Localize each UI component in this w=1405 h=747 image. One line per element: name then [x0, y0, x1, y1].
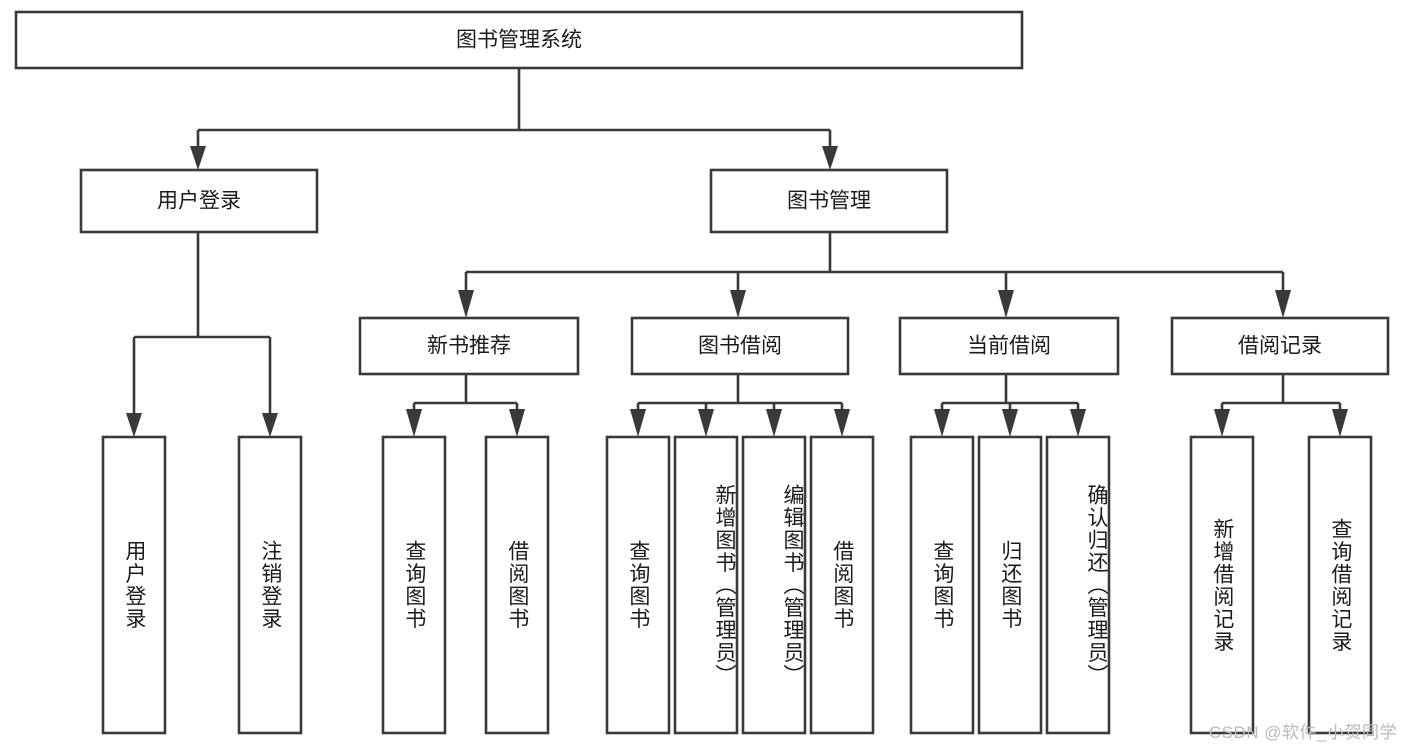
node-leaf-return-book[interactable] — [977, 435, 1043, 735]
arrowhead-book-manage — [822, 146, 838, 170]
node-book-manage[interactable] — [709, 168, 949, 234]
arrowhead-leaf-add-book-admin — [698, 409, 714, 437]
node-leaf-add-borrow-record[interactable] — [1189, 435, 1255, 735]
connector-layer — [126, 68, 1348, 437]
arrowhead-user-login — [190, 146, 206, 170]
arrowhead-borrow-record — [1275, 290, 1291, 318]
arrowhead-leaf-query-book-b — [630, 409, 646, 437]
arrowhead-leaf-add-borrow-record — [1214, 409, 1230, 437]
node-new-book-rec[interactable] — [358, 316, 580, 376]
arrowhead-leaf-borrow-book-a — [509, 409, 525, 437]
node-book-manage-label: 图书管理 — [787, 190, 871, 213]
node-borrow-record-label: 借阅记录 — [1238, 335, 1322, 358]
arrowhead-current-borrow — [998, 290, 1014, 318]
node-layer: 图书管理系统 用户登录 图书管理 新书推荐 图书借阅 当前借阅 借阅记录 — [14, 10, 1390, 735]
node-leaf-confirm-return-admin[interactable] — [1045, 435, 1111, 735]
node-leaf-user-login[interactable] — [101, 435, 167, 735]
node-book-borrow[interactable] — [630, 316, 850, 376]
node-leaf-query-book-c[interactable] — [909, 435, 975, 735]
arrowhead-leaf-query-book-c — [934, 409, 950, 437]
node-root[interactable] — [14, 10, 1024, 70]
arrowhead-leaf-edit-book-admin — [766, 409, 782, 437]
node-leaf-edit-book-admin[interactable] — [741, 435, 807, 735]
arrowhead-leaf-logout — [262, 413, 278, 437]
node-borrow-record[interactable] — [1170, 316, 1390, 376]
arrowhead-leaf-user-login — [126, 413, 142, 437]
node-leaf-add-book-admin[interactable] — [673, 435, 739, 735]
node-leaf-logout[interactable] — [237, 435, 303, 735]
arrowhead-new-book-rec — [458, 290, 474, 318]
node-current-borrow-label: 当前借阅 — [967, 335, 1051, 358]
arrowhead-leaf-query-borrow-record — [1332, 409, 1348, 437]
csdn-watermark: CSDN @软件_小贺同学 — [1208, 723, 1397, 742]
arrowhead-leaf-confirm-return-admin — [1070, 409, 1086, 437]
node-root-label: 图书管理系统 — [456, 29, 582, 52]
node-leaf-query-borrow-record[interactable] — [1307, 435, 1373, 735]
node-leaf-borrow-book-b[interactable] — [809, 435, 875, 735]
node-leaf-query-book-a[interactable] — [381, 435, 447, 735]
node-leaf-borrow-book-a[interactable] — [484, 435, 550, 735]
arrowhead-leaf-borrow-book-b — [834, 409, 850, 437]
node-user-login-label: 用户登录 — [157, 190, 241, 213]
arrowhead-leaf-return-book — [1002, 409, 1018, 437]
node-leaf-query-book-b[interactable] — [605, 435, 671, 735]
node-current-borrow[interactable] — [898, 316, 1120, 376]
node-user-login[interactable] — [79, 168, 319, 234]
node-book-borrow-label: 图书借阅 — [698, 335, 782, 358]
arrowhead-leaf-query-book-a — [406, 409, 422, 437]
arrowhead-book-borrow — [730, 290, 746, 318]
node-new-book-rec-label: 新书推荐 — [427, 335, 511, 358]
